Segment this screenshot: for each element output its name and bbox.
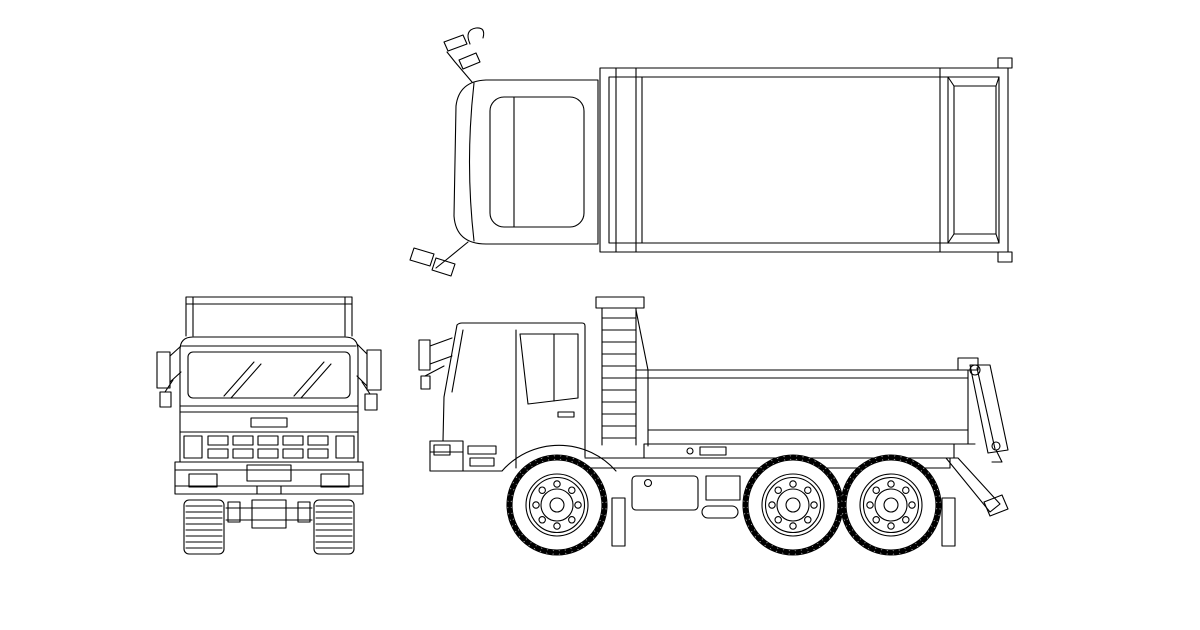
front-fender-arch — [501, 444, 617, 472]
side-front-wheel — [507, 455, 607, 555]
front-view-right-wheel — [313, 499, 355, 555]
side-rear-wheel-2 — [841, 455, 941, 555]
front-view-grille — [183, 435, 355, 459]
license-plate — [246, 464, 292, 482]
top-view-tailgate — [939, 57, 1013, 263]
right-wiper-icon — [293, 361, 332, 399]
side-view-dump-bed — [635, 369, 976, 459]
front-bumper — [429, 440, 464, 472]
fuel-tank — [631, 475, 699, 511]
cab-step-lower — [469, 457, 495, 467]
side-view-cab — [418, 322, 617, 472]
cab-step-upper — [467, 445, 497, 455]
top-view-left-mirror-rear — [409, 241, 469, 277]
side-view — [418, 296, 1009, 555]
left-wiper-icon — [223, 361, 262, 399]
front-view-cab — [179, 336, 359, 463]
top-view-left-mirror-front — [443, 27, 485, 83]
hoist-detail — [699, 446, 727, 456]
top-view-cab — [453, 79, 599, 245]
right-foglight-icon — [320, 473, 350, 488]
front-view-bed-behind-cab — [185, 296, 353, 337]
left-foglight-icon — [188, 473, 218, 488]
front-view-right-mirror — [356, 343, 382, 411]
rear-mud-flap — [941, 497, 956, 547]
air-tank — [701, 505, 739, 519]
front-view-left-wheel — [183, 499, 225, 555]
rear-support-foot — [983, 494, 1009, 517]
front-view-left-mirror — [156, 345, 182, 408]
door-handle — [557, 411, 575, 418]
top-view — [409, 27, 1013, 277]
side-view-bed-front-guard — [595, 296, 649, 446]
rear-support-arm — [945, 457, 1001, 513]
front-view — [156, 296, 382, 555]
bumper-step — [256, 485, 282, 495]
side-rear-wheel-1 — [743, 455, 843, 555]
side-headlight-icon — [433, 444, 451, 456]
front-windshield — [187, 351, 351, 399]
left-headlight-icon — [183, 435, 203, 459]
hinge-bracket — [957, 357, 979, 371]
top-view-cargo-bed — [599, 67, 1009, 253]
latch-pivot-icon — [991, 441, 1001, 451]
tool-box — [705, 475, 741, 501]
windshield-line — [451, 329, 464, 393]
front-view-axle — [225, 499, 313, 529]
front-view-bumper — [174, 461, 364, 495]
door-window — [519, 333, 579, 405]
right-headlight-icon — [335, 435, 355, 459]
fuel-cap-icon — [643, 478, 653, 488]
side-view-mirror — [418, 337, 453, 390]
side-view-tailgate — [957, 357, 1009, 463]
front-badge — [250, 417, 288, 428]
ladder-rungs — [601, 317, 637, 439]
front-mud-flap — [611, 497, 626, 547]
